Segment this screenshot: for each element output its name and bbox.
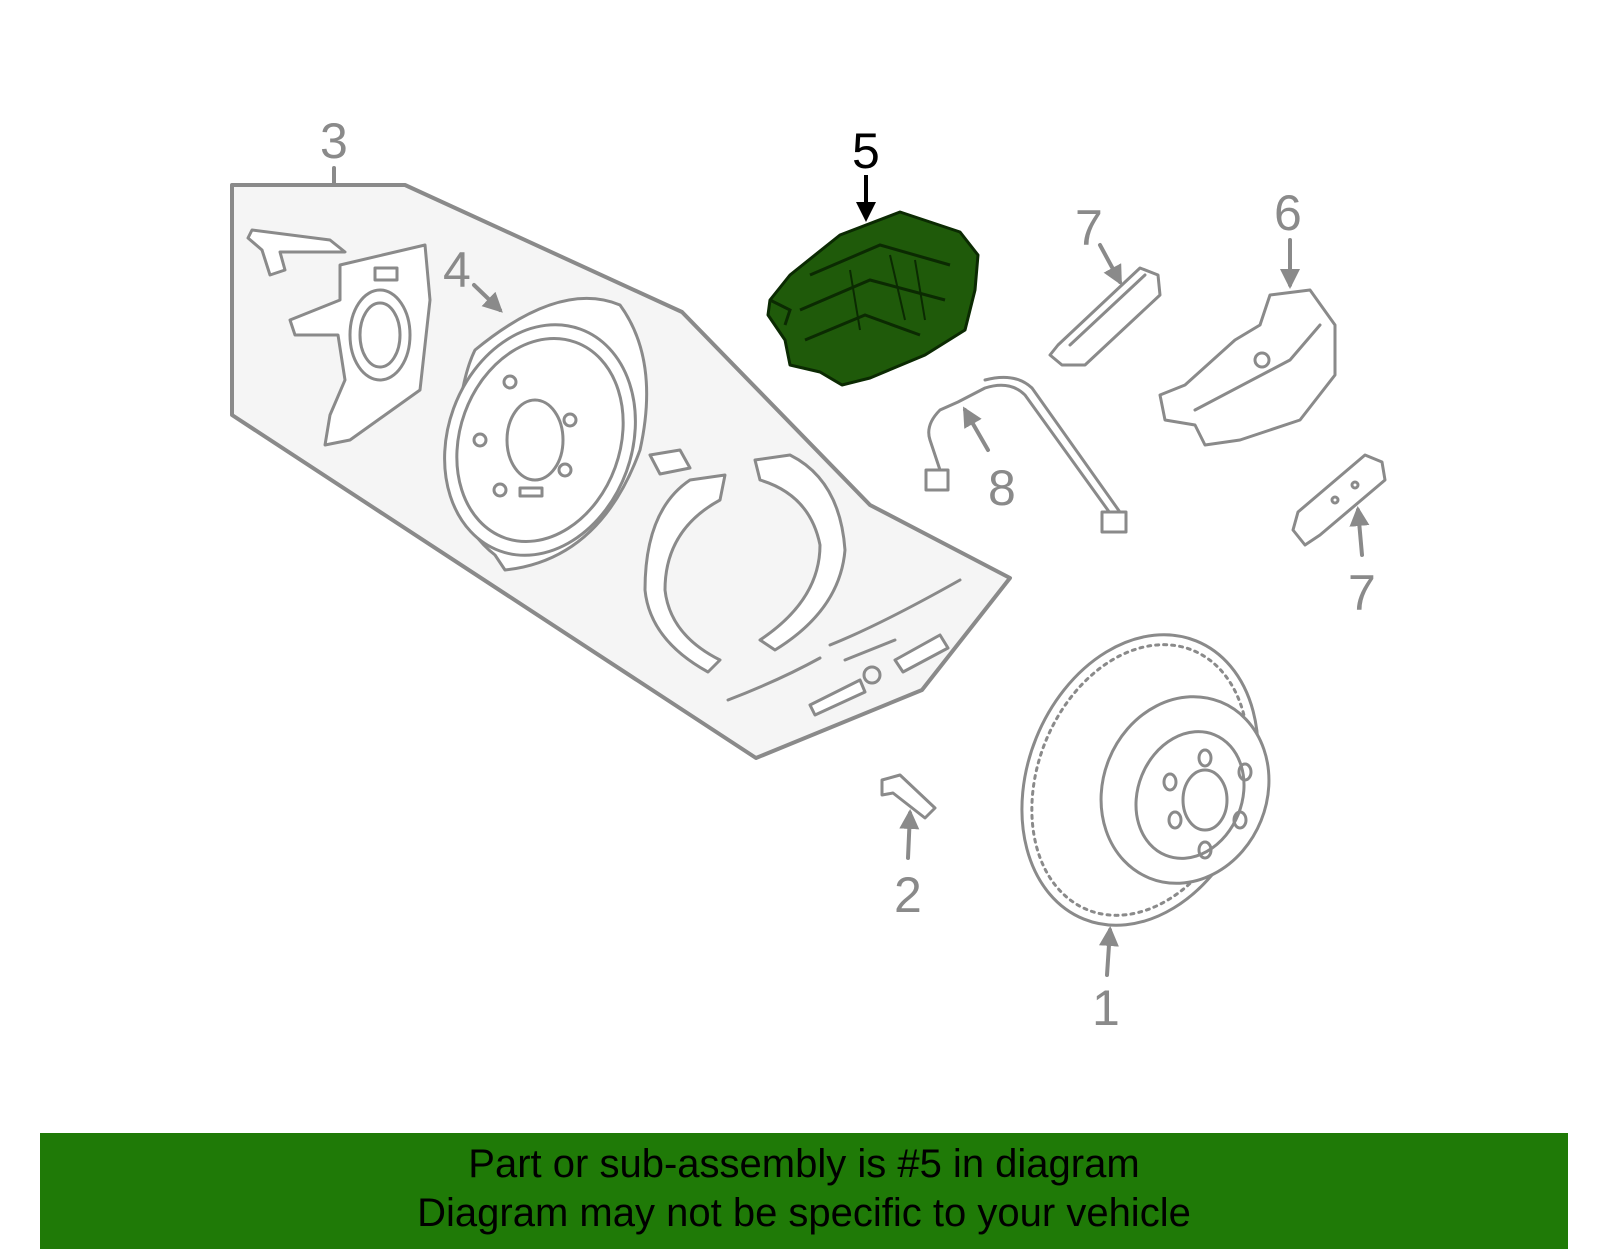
caliper-bracket [1158,288,1337,447]
callout-3: 3 [320,113,348,169]
callout-7-upper: 7 [1075,200,1103,256]
brake-rotor [1020,633,1271,927]
info-banner: Part or sub-assembly is #5 in diagram Di… [40,1133,1568,1249]
leader-4 [472,283,503,313]
brake-hose [924,375,1128,534]
leader-1 [1098,926,1119,977]
backing-plate-bracket [288,243,432,447]
callout-7-lower: 7 [1348,565,1376,621]
brake-shoes [643,448,847,674]
springs-and-hardware [726,578,962,717]
leader-7a [1098,243,1122,286]
callout-6: 6 [1274,185,1302,241]
callout-2: 2 [894,867,922,923]
brake-pad-upper [1048,266,1162,367]
parts-diagram: 3 4 5 7 6 7 8 2 1 [230,113,1387,1036]
callout-5: 5 [852,123,880,179]
leader-7b [1349,506,1370,557]
dust-shield [443,297,649,572]
parking-brake-lever [246,228,347,277]
banner-line-part: Part or sub-assembly is #5 in diagram [468,1142,1140,1186]
leader-8 [963,406,990,452]
callout-8: 8 [988,460,1016,516]
brake-caliper-highlighted [766,210,980,387]
brake-pad-lower [1291,453,1387,547]
callout-4: 4 [443,242,471,298]
bolt [880,773,937,820]
callout-1: 1 [1092,980,1120,1036]
banner-line-disclaimer: Diagram may not be specific to your vehi… [417,1191,1191,1235]
leader-2 [899,809,920,860]
